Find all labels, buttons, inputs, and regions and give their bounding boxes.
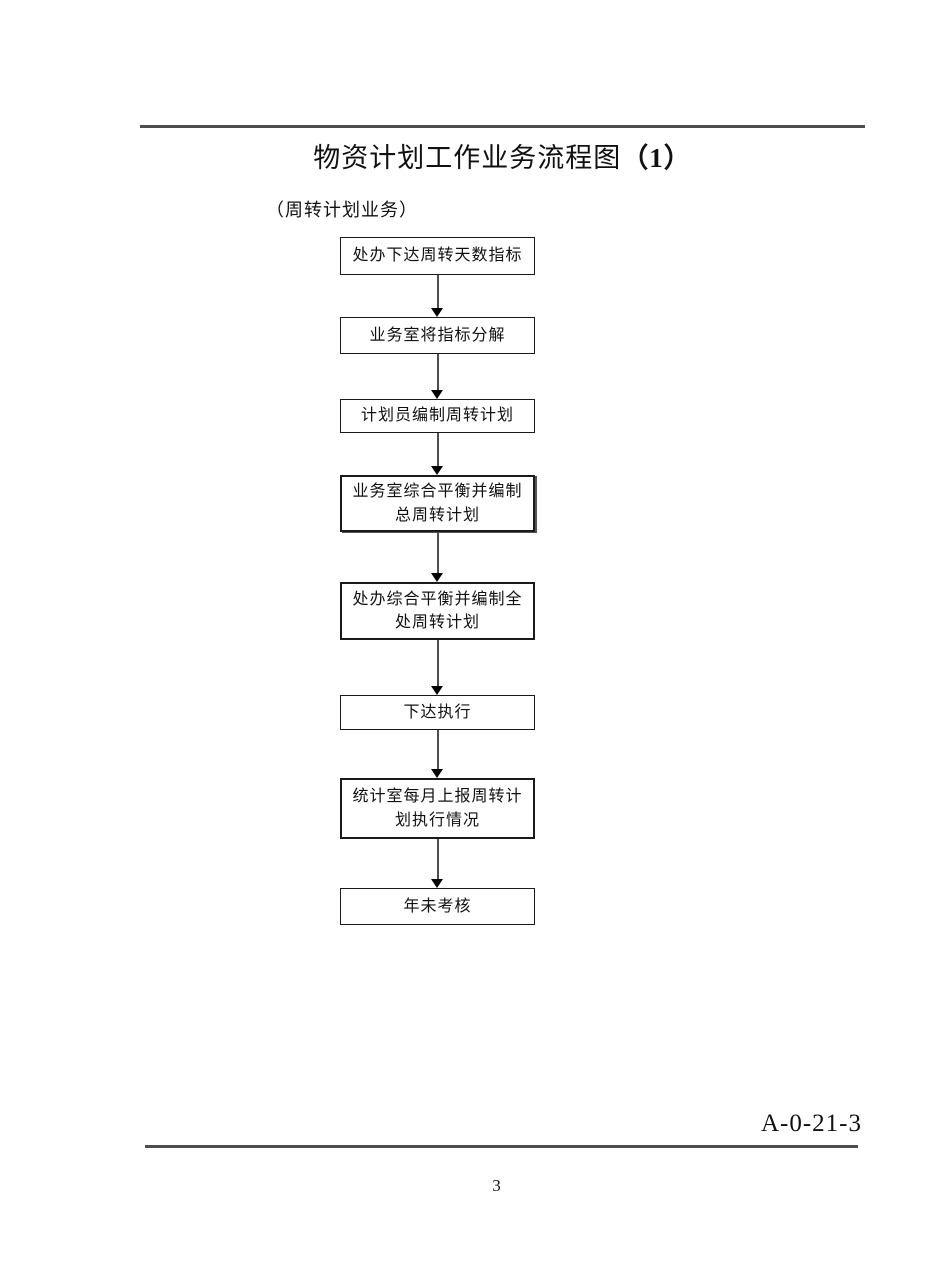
- flow-step-5-label: 处办综合平衡并编制全 处周转计划: [352, 590, 523, 631]
- arrow-down-icon: [431, 433, 444, 475]
- header-rule: [140, 125, 865, 128]
- flow-step-3-label: 计划员编制周转计划: [360, 407, 514, 425]
- arrow-stem: [436, 532, 439, 574]
- arrow-down-icon: [431, 839, 444, 888]
- flow-step-8-label: 年未考核: [403, 897, 472, 915]
- flow-step-6: 下达执行: [340, 695, 535, 730]
- flow-step-1: 处办下达周转天数指标: [340, 237, 535, 275]
- flow-step-6-label: 下达执行: [403, 703, 472, 721]
- arrow-stem: [436, 275, 439, 309]
- page-title: 物资计划工作业务流程图（1）: [140, 136, 865, 175]
- arrow-stem: [436, 433, 439, 467]
- page-subtitle: （周转计划业务）: [266, 200, 418, 220]
- flow-step-4-label: 业务室综合平衡并编制 总周转计划: [352, 483, 523, 524]
- arrow-head: [431, 466, 443, 475]
- flow-step-1-label: 处办下达周转天数指标: [352, 247, 523, 265]
- flow-step-2: 业务室将指标分解: [340, 317, 535, 354]
- page-title-text: 物资计划工作业务流程图: [313, 143, 622, 173]
- arrow-head: [431, 390, 443, 399]
- flow-step-3: 计划员编制周转计划: [340, 399, 535, 433]
- arrow-down-icon: [431, 354, 444, 399]
- arrow-head: [431, 879, 443, 888]
- arrow-down-icon: [431, 532, 444, 582]
- arrow-stem: [436, 730, 439, 770]
- arrow-down-icon: [431, 730, 444, 778]
- arrow-head: [431, 573, 443, 582]
- flow-step-7-label: 统计室每月上报周转计 划执行情况: [352, 788, 523, 829]
- arrow-stem: [436, 640, 439, 687]
- arrow-down-icon: [431, 275, 444, 317]
- arrow-stem: [436, 354, 439, 391]
- flow-step-2-label: 业务室将指标分解: [369, 326, 506, 344]
- arrow-head: [431, 769, 443, 778]
- arrow-stem: [436, 839, 439, 880]
- arrow-down-icon: [431, 640, 444, 695]
- page-title-number: （1）: [621, 143, 692, 173]
- flow-step-5: 处办综合平衡并编制全 处周转计划: [340, 582, 535, 640]
- page-number: 3: [492, 1176, 501, 1195]
- flow-step-8: 年未考核: [340, 888, 535, 925]
- document-code: A-0-21-3: [760, 1110, 862, 1137]
- flow-step-7: 统计室每月上报周转计 划执行情况: [340, 778, 535, 839]
- arrow-head: [431, 686, 443, 695]
- flow-step-4: 业务室综合平衡并编制 总周转计划: [340, 475, 535, 532]
- arrow-head: [431, 308, 443, 317]
- footer-rule: [145, 1145, 858, 1148]
